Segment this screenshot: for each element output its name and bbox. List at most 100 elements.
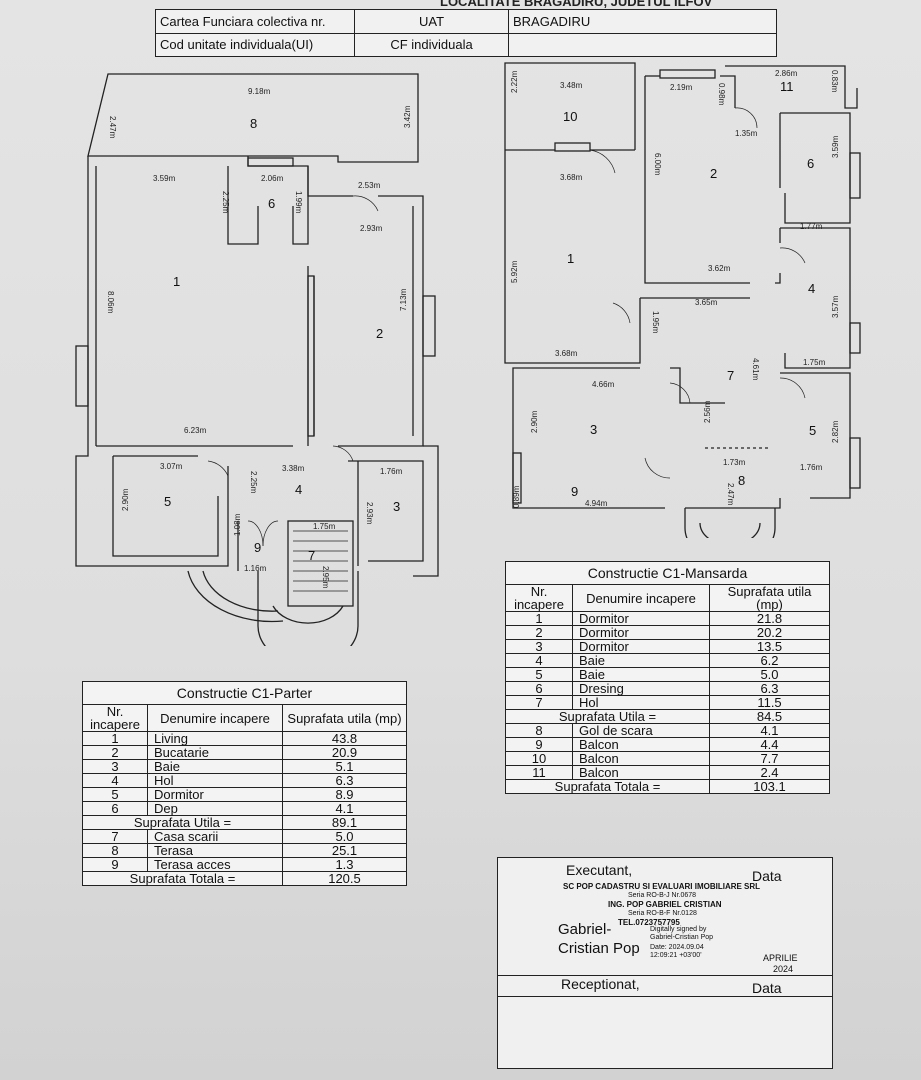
table-title: Constructie C1-Mansarda (505, 561, 830, 585)
table-cell: 1 (82, 731, 148, 746)
room-number: 5 (164, 494, 171, 509)
table-cell: 1 (505, 611, 573, 626)
room-number: 2 (710, 166, 717, 181)
table-cell: Baie (572, 653, 710, 668)
table-cell: 4.4 (709, 737, 830, 752)
floor-plan-parter: 9.18m 2.47m 3.42m 3.59m 2.06m 2.25m 1.99… (68, 66, 448, 646)
dim-label: 1.75m (313, 522, 336, 531)
table-header: Nr. incapere (505, 584, 573, 612)
dim-label: 2.06m (261, 174, 284, 183)
table-cell: Balcon (572, 765, 710, 780)
table-cell: Balcon (572, 737, 710, 752)
dim-label: 3.68m (555, 349, 578, 358)
dim-label: 2.53m (358, 181, 381, 190)
room-number: 4 (295, 482, 302, 497)
total-value: 103.1 (709, 779, 830, 794)
dim-label: 1.77m (800, 222, 823, 231)
sign-time: 12:09:21 +03'00' (650, 952, 702, 959)
table-cell: 1.3 (282, 857, 407, 872)
floor-plan-mansarda: 3.48m 2.22m 2.19m 0.98m 2.86m 0.83m 1.35… (495, 58, 865, 538)
dim-label: 6.23m (184, 426, 207, 435)
executant-block: Executant, Data SC POP CADASTRU SI EVALU… (497, 857, 833, 1069)
room-number: 6 (807, 156, 814, 171)
table-cell: Terasa (147, 843, 283, 858)
total-label: Suprafata Totala = (82, 871, 283, 886)
year: 2024 (773, 964, 794, 974)
table-cell: 5 (505, 667, 573, 682)
table-cell: Dep (147, 801, 283, 816)
table-header: Denumire incapere (572, 584, 710, 612)
table-cell: 10 (505, 751, 573, 766)
header-table: Cartea Funciara colectiva nr. UAT BRAGAD… (155, 9, 777, 57)
table-cell: Dormitor (572, 611, 710, 626)
divider (498, 975, 832, 976)
dim-label: 2.22m (510, 70, 519, 93)
dim-label: 2.90m (121, 488, 130, 511)
table-cell: 20.2 (709, 625, 830, 640)
dim-label: 2.95m (321, 566, 330, 589)
table-cell: 6.3 (282, 773, 407, 788)
table-cell: Hol (147, 773, 283, 788)
dim-label: 3.59m (831, 135, 840, 158)
utila-value: 84.5 (709, 709, 830, 724)
table-cell: 4 (82, 773, 148, 788)
table-header: Denumire incapere (147, 704, 283, 732)
dim-label: 2.56m (703, 400, 712, 423)
table-header: Suprafata utila (mp) (709, 584, 830, 612)
telephone: TEL.0723757795 (618, 918, 680, 927)
table-cell: 8 (82, 843, 148, 858)
table-cell: 9 (82, 857, 148, 872)
utila-label: Suprafata Utila = (82, 815, 283, 830)
serie-2: Seria RO-B-F Nr.0128 (628, 910, 697, 917)
header-cell: Cod unitate individuala(UI) (155, 32, 355, 57)
receptionat-data-label: Data (752, 980, 782, 996)
utila-label: Suprafata Utila = (505, 709, 710, 724)
room-number: 7 (308, 548, 315, 563)
room-number: 8 (250, 116, 257, 131)
table-cell: 43.8 (282, 731, 407, 746)
dim-label: 1.35m (735, 129, 758, 138)
dim-label: 2.93m (365, 502, 374, 525)
total-value: 120.5 (282, 871, 407, 886)
dim-label: 0.89m (512, 485, 521, 508)
signer-first: Gabriel- (558, 921, 612, 938)
table-cell: 4.1 (282, 801, 407, 816)
dim-label: 3.07m (160, 462, 183, 471)
table-cell: 5.0 (709, 667, 830, 682)
table-cell: Dormitor (572, 625, 710, 640)
total-label: Suprafata Totala = (505, 779, 710, 794)
table-cell: Dormitor (572, 639, 710, 654)
dim-label: 3.38m (282, 464, 305, 473)
table-cell: Baie (572, 667, 710, 682)
room-number: 1 (173, 274, 180, 289)
room-number: 4 (808, 281, 815, 296)
dim-label: 1.75m (803, 358, 826, 367)
table-cell: 11 (505, 765, 573, 780)
table-cell: 6.2 (709, 653, 830, 668)
table-cell: 2 (505, 625, 573, 640)
dim-label: 2.90m (530, 410, 539, 433)
dim-label: 3.62m (708, 264, 731, 273)
table-header: Suprafata utila (mp) (282, 704, 407, 732)
table-cell: Casa scarii (147, 829, 283, 844)
room-number: 1 (567, 251, 574, 266)
dim-label: 3.42m (403, 105, 412, 128)
table-cell: 2 (82, 745, 148, 760)
dim-label: 1.99m (294, 191, 303, 214)
digital-signature-text: Digitally signed by Gabriel-Cristian Pop (650, 926, 714, 941)
dim-label: 3.68m (560, 173, 583, 182)
header-cell: Cartea Funciara colectiva nr. (155, 9, 355, 34)
table-cell: 7.7 (709, 751, 830, 766)
utila-value: 89.1 (282, 815, 407, 830)
table-cell: 21.8 (709, 611, 830, 626)
